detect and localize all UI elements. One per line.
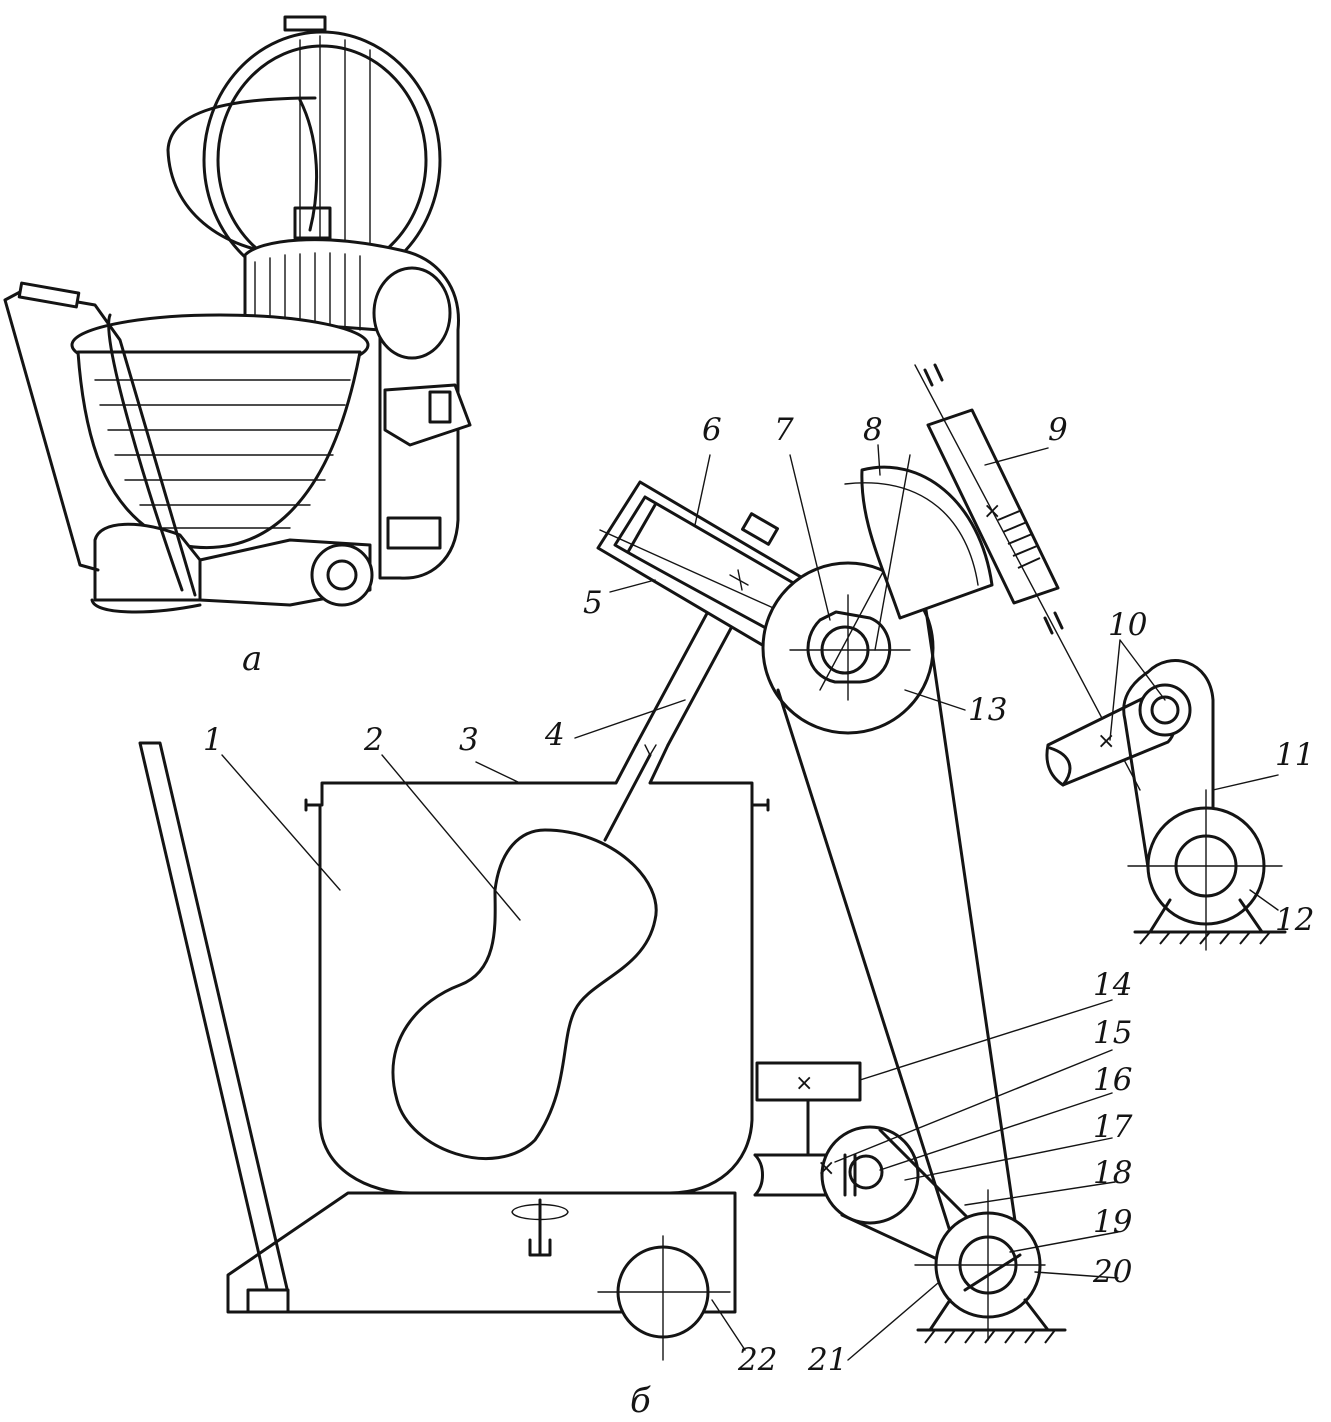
lid-3	[304, 743, 770, 812]
motor-body	[243, 238, 472, 580]
label-20: 20	[1092, 1254, 1132, 1290]
label-19: 19	[1093, 1204, 1132, 1240]
trolley-frame	[226, 1191, 737, 1361]
caption-a: а	[242, 639, 262, 679]
label-14: 14	[1093, 967, 1132, 1003]
shaft-6	[613, 495, 842, 662]
mixer-bowl	[70, 313, 370, 550]
label-7: 7	[774, 412, 794, 448]
handle-bar	[138, 741, 290, 1295]
leader-lines	[221, 444, 1279, 1361]
label-21: 21	[807, 1342, 847, 1378]
label-6: 6	[702, 412, 722, 448]
eccentric-9	[914, 363, 1141, 791]
kneading-blade-2	[391, 828, 658, 1161]
label-22: 22	[737, 1342, 777, 1378]
trolley-base	[90, 522, 374, 614]
cross-mark-9: ×	[983, 499, 1001, 524]
label-8: 8	[863, 412, 883, 448]
caption-b: б	[630, 1381, 651, 1421]
kneading-hook	[166, 96, 332, 257]
bowl-outline	[318, 803, 754, 1195]
label-13: 13	[968, 692, 1007, 728]
label-3: 3	[459, 722, 479, 758]
label-4: 4	[544, 717, 565, 753]
label-9: 9	[1048, 412, 1068, 448]
label-18: 18	[1093, 1155, 1132, 1191]
label-17: 17	[1093, 1109, 1133, 1145]
cross-mark-14: ×	[795, 1071, 813, 1096]
label-16: 16	[1093, 1062, 1132, 1098]
reducer-14-17	[753, 1061, 1002, 1267]
label-1: 1	[203, 722, 223, 758]
lid-disc	[202, 15, 442, 290]
cross-mark-15: ×	[817, 1156, 835, 1181]
drive-10-11-12	[1045, 659, 1287, 951]
label-10: 10	[1108, 607, 1147, 643]
sector-8	[860, 465, 994, 620]
trolley-handle	[3, 290, 197, 597]
motor-19-20	[914, 1189, 1067, 1344]
label-15: 15	[1093, 1015, 1132, 1051]
kinematic-scheme: × × × ×	[138, 363, 1287, 1361]
label-5: 5	[583, 585, 603, 621]
label-2: 2	[363, 722, 384, 758]
label-11: 11	[1275, 737, 1314, 773]
cross-mark-10: ×	[1097, 729, 1115, 754]
mixer-perspective-view	[3, 15, 472, 614]
label-12: 12	[1275, 902, 1314, 938]
